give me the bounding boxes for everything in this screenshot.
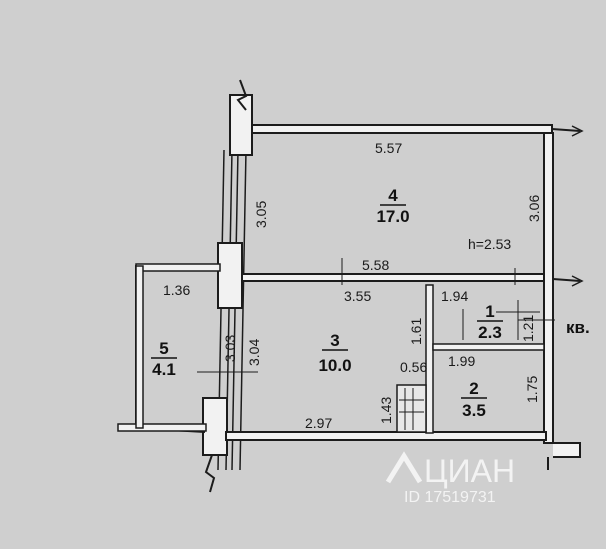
dim-room4-width: 5.57 <box>375 140 402 156</box>
dim-balcony-width: 1.36 <box>163 282 190 298</box>
room-1-area: 2.3 <box>478 323 502 342</box>
room-5-number: 5 <box>159 339 168 358</box>
room-3-area: 10.0 <box>318 356 351 375</box>
room-5-area: 4.1 <box>152 360 176 379</box>
room-3-number: 3 <box>330 331 339 350</box>
walls <box>117 79 584 493</box>
dim-room3-bottom: 2.97 <box>305 415 332 431</box>
room-4-number: 4 <box>388 186 398 205</box>
dim-niche-height: 1.43 <box>378 397 394 424</box>
room-4-area: 17.0 <box>376 207 409 226</box>
dim-room4-left-height: 3.05 <box>253 201 269 228</box>
vent-shaft <box>396 384 427 433</box>
bathroom-partition <box>425 284 434 434</box>
dim-niche-width: 0.56 <box>400 359 427 375</box>
dim-room1-height: 1.21 <box>520 315 536 342</box>
dim-room3-left-height: 3.04 <box>246 339 262 366</box>
apartment-label: кв. <box>566 318 590 337</box>
dim-balcony-height: 3.03 <box>222 335 238 362</box>
top-wall-arrow <box>571 125 584 137</box>
dimension-labels: 5.57 3.05 3.06 5.58 1.36 3.55 1.94 1.21 … <box>163 140 542 431</box>
dim-room2-width: 1.99 <box>448 353 475 369</box>
room-2-number: 2 <box>469 379 478 398</box>
cian-logo-icon <box>385 451 423 484</box>
watermark-brand: ЦИАН <box>424 453 515 489</box>
room-2-area: 3.5 <box>462 401 486 420</box>
dim-middle-wall: 5.58 <box>362 257 389 273</box>
room-1-number: 1 <box>485 302 494 321</box>
room-labels: 4 17.0 3 10.0 1 2.3 2 3.5 5 4.1 кв. <box>151 186 590 420</box>
dim-room3-top: 3.55 <box>344 288 371 304</box>
top-wall <box>251 124 553 134</box>
ceiling-height: h=2.53 <box>468 236 511 252</box>
watermark-id: ID 17519731 <box>404 489 496 506</box>
bathroom-divider <box>432 343 545 351</box>
dim-room2-height: 1.75 <box>524 376 540 403</box>
dim-room4-right-height: 3.06 <box>526 195 542 222</box>
bottom-wall <box>225 431 547 441</box>
right-wall <box>543 132 554 444</box>
window-column <box>202 79 253 493</box>
dim-room1-width: 1.94 <box>441 288 468 304</box>
dim-room3-right-upper: 1.61 <box>408 318 424 345</box>
watermark: ЦИАН ID 17519731 <box>385 451 515 506</box>
middle-wall <box>241 273 545 282</box>
